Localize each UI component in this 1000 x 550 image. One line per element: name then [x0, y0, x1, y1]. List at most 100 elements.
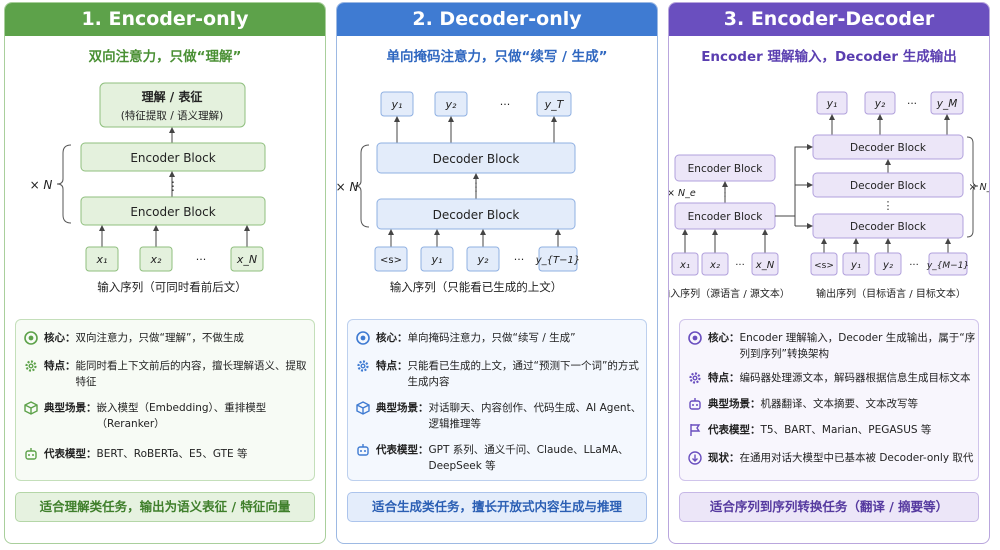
input-token: y₁ — [431, 253, 443, 266]
input-token-box — [466, 246, 500, 272]
output-token: y₂ — [874, 98, 886, 110]
gear-icon — [688, 371, 702, 385]
info-row-status: 现状： 在通用对话大模型中已基本被 Decoder-only 取代 — [688, 450, 976, 466]
info-row-features: 特点： 能同时看上下文前后的内容，擅长理解语义、提取特征 — [24, 358, 312, 390]
input-token-box — [810, 252, 838, 276]
info-text: Encoder 理解输入，Decoder 生成输出，属于“序列到序列”转换架构 — [739, 332, 976, 360]
info-row-models: 代表模型： GPT 系列、通义千问、Claude、LLaMA、DeepSeek … — [356, 442, 644, 474]
info-label: 核心： — [44, 332, 76, 344]
info-text: 机器翻译、文本摘要、文本改写等 — [760, 398, 919, 410]
input-token-box — [701, 252, 729, 276]
info-row-scenarios: 典型场景： 机器翻译、文本摘要、文本改写等 — [688, 396, 976, 412]
output-token: y₁ — [826, 98, 837, 110]
output-title: 理解 / 表征 — [142, 89, 203, 104]
input-token-box — [538, 246, 578, 272]
input-token: x_N — [236, 253, 257, 266]
panel-subtitle: 双向注意力，只做“理解” — [88, 49, 242, 65]
input-ellipsis: ··· — [909, 260, 919, 271]
encoder-decoder-panel: 3. Encoder-Decoder Encoder 理解输入，Decoder … — [668, 2, 990, 544]
output-token: y₁ — [391, 98, 403, 111]
info-label: 核心： — [708, 332, 740, 344]
robot-icon — [688, 397, 702, 411]
info-label: 核心： — [376, 332, 408, 344]
input-token: x₁ — [96, 253, 108, 266]
output-ellipsis: ··· — [500, 98, 511, 111]
info-row-models: 代表模型： BERT、RoBERTa、E5、GTE 等 — [24, 446, 312, 462]
encoder-only-panel: 1. Encoder-only 双向注意力，只做“理解” 理解 / 表征 (特征… — [4, 2, 326, 544]
repeat-label: × N — [30, 178, 53, 192]
info-text: 单向掩码注意力，只做“续写 / 生成” — [407, 332, 576, 344]
info-row-features: 特点： 只能看已生成的上文，通过“预测下一个词”的方式生成内容 — [356, 358, 644, 390]
repeat-label: × N — [337, 180, 358, 194]
input-token: y₂ — [477, 253, 490, 266]
info-row-models: 代表模型： T5、BART、Marian、PEGASUS 等 — [688, 422, 976, 438]
info-card: 核心： 双向注意力，只做“理解”，不做生成 特点： 能同时看上下文前后的内容，擅… — [15, 319, 315, 481]
input-token: <s> — [814, 261, 834, 271]
info-text: T5、BART、Marian、PEGASUS 等 — [760, 424, 932, 436]
encoder-block-label: Encoder Block — [130, 205, 215, 219]
info-label: 代表模型： — [708, 424, 761, 436]
info-card: 核心： Encoder 理解输入，Decoder 生成输出，属于“序列到序列”转… — [679, 319, 979, 481]
encoder-block-label: Encoder Block — [130, 151, 215, 165]
panel-subtitle: 单向掩码注意力，只做“续写 / 生成” — [386, 49, 608, 65]
decoder-block — [376, 198, 576, 230]
decoder-only-diagram: y₁ y₂ ··· y_T Decoder Block ⋮ Decoder Bl… — [337, 91, 581, 294]
info-text: 只能看已生成的上文，通过“预测下一个词”的方式生成内容 — [407, 360, 639, 388]
panel-title: 2. Decoder-only — [337, 3, 657, 36]
output-subtitle: (特征提取 / 语义理解) — [121, 109, 223, 122]
encoder-decoder-diagram: y₁ y₂ ··· y_M Decoder Block Decoder Bloc… — [669, 91, 990, 300]
info-label: 特点： — [376, 360, 408, 372]
decoder-repeat-label: × N_d — [969, 182, 990, 193]
info-label: 特点： — [44, 360, 76, 372]
info-text: 双向注意力，只做“理解”，不做生成 — [75, 332, 244, 344]
output-token: y₂ — [445, 98, 458, 111]
vertical-dots: ⋮ — [167, 179, 179, 193]
decoder-repeat-brace — [966, 136, 979, 238]
input-token-box — [751, 252, 779, 276]
panel-footer: 适合理解类任务，输出为语义表征 / 特征向量 — [15, 492, 315, 522]
panel-title: 1. Encoder-only — [5, 3, 325, 36]
info-text: 对话聊天、内容创作、代码生成、AI Agent、逻辑推理等 — [428, 402, 642, 430]
input-token-box — [671, 252, 699, 276]
input-token: y₁ — [850, 260, 861, 271]
input-token: x₂ — [150, 253, 163, 266]
encoder-input-caption: 输入序列（源语言 / 源文本） — [669, 287, 790, 300]
input-token: x₂ — [709, 260, 720, 271]
vertical-dots: ⋮ — [883, 199, 894, 212]
input-token: y_{T−1} — [535, 255, 581, 266]
info-text: BERT、RoBERTa、E5、GTE 等 — [96, 448, 248, 460]
cube-icon — [356, 401, 370, 415]
input-ellipsis: ··· — [735, 260, 745, 271]
input-ellipsis: ··· — [514, 253, 525, 266]
output-token: y_M — [936, 98, 958, 110]
panel-footer: 适合序列到序列转换任务（翻译 / 摘要等） — [679, 492, 979, 522]
info-row-core: 核心： 双向注意力，只做“理解”，不做生成 — [24, 330, 312, 346]
encoder-block — [80, 196, 266, 226]
robot-icon — [24, 447, 38, 461]
repeat-brace — [56, 144, 72, 224]
info-label: 典型场景： — [708, 398, 761, 410]
decoder-input-caption: 输出序列（目标语言 / 目标文本） — [816, 287, 966, 300]
input-token: x_N — [755, 260, 775, 271]
input-token-box — [230, 246, 264, 272]
input-caption: 输入序列（可同时看前后文） — [97, 280, 247, 294]
output-token: y_T — [544, 98, 565, 111]
panel-title: 3. Encoder-Decoder — [669, 3, 989, 36]
decoder-only-panel: 2. Decoder-only 单向掩码注意力，只做“续写 / 生成” y₁ y… — [336, 2, 658, 544]
encoder-block-label: Encoder Block — [688, 163, 764, 175]
info-label: 特点： — [708, 372, 740, 384]
info-text: 在通用对话大模型中已基本被 Decoder-only 取代 — [739, 452, 974, 464]
encoder-repeat-label: × N_e — [669, 188, 696, 199]
input-token-box — [374, 246, 408, 272]
gear-icon — [24, 359, 38, 373]
info-label: 代表模型： — [376, 444, 429, 456]
info-row-features: 特点： 编码器处理源文本，解码器根据信息生成目标文本 — [688, 370, 976, 386]
input-token-box — [928, 252, 968, 276]
info-label: 现状： — [708, 452, 740, 464]
info-row-scenarios: 典型场景： 嵌入模型（Embedding）、重排模型（Reranker） — [24, 400, 312, 432]
cross-connection — [775, 144, 813, 217]
robot-icon — [356, 443, 370, 457]
output-ellipsis: ··· — [907, 98, 917, 110]
input-token-box — [842, 252, 870, 276]
input-token: y₂ — [882, 260, 893, 271]
